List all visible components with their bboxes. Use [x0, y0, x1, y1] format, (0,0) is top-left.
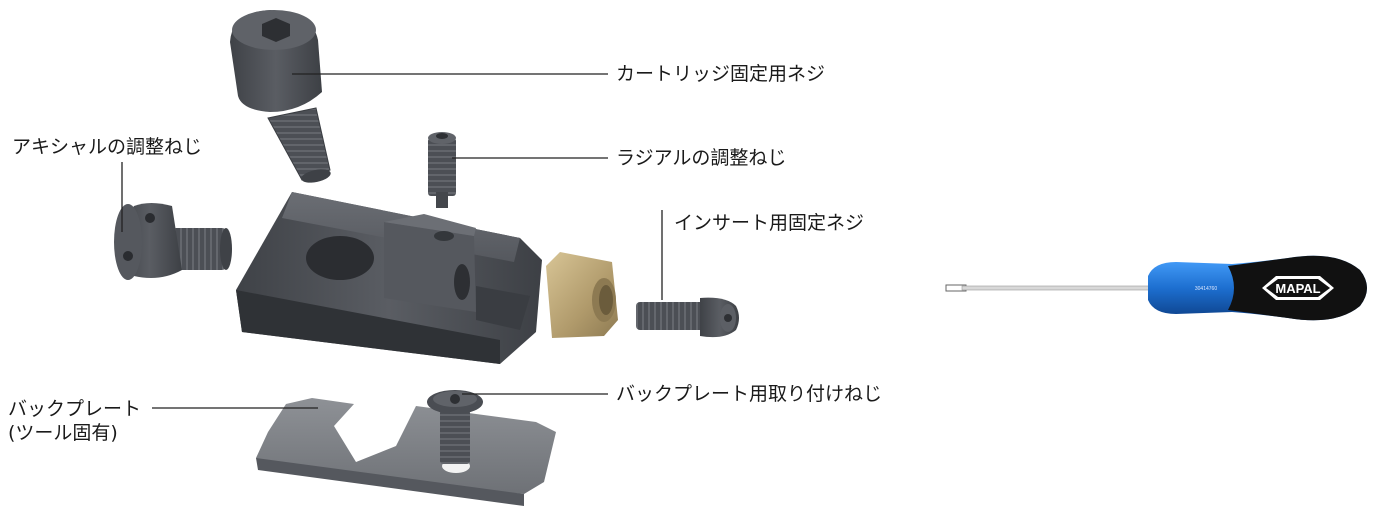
cartridge-body [236, 192, 542, 364]
brand-logo-text: MAPAL [1275, 281, 1320, 296]
label-back-plate-screw: バックプレート用取り付けねじ [616, 383, 883, 405]
back-plate-screw [427, 390, 483, 464]
label-axial-adjusting-screw: アキシャルの調整ねじ [12, 136, 203, 158]
axial-adjusting-screw [114, 203, 232, 280]
cartridge-clamping-screw [230, 10, 331, 183]
screwdriver-tool: MAPAL 30414760 [945, 255, 1367, 321]
back-plate [256, 398, 556, 506]
leader-lines [121, 73, 663, 409]
radial-adjusting-screw [428, 132, 456, 208]
cutting-insert [546, 252, 618, 338]
screwdriver-shaft [961, 285, 1151, 291]
label-back-plate-tool-specific: (ツール固有) [8, 422, 118, 444]
label-insert-clamping-screw: インサート用固定ネジ [674, 212, 865, 234]
label-back-plate: バックプレート [8, 398, 142, 420]
label-cartridge-screw: カートリッジ固定用ネジ [616, 63, 826, 85]
insert-clamping-screw [636, 297, 739, 338]
part-number-text: 30414760 [1195, 286, 1217, 292]
label-radial-adjusting-screw: ラジアルの調整ねじ [616, 147, 787, 169]
